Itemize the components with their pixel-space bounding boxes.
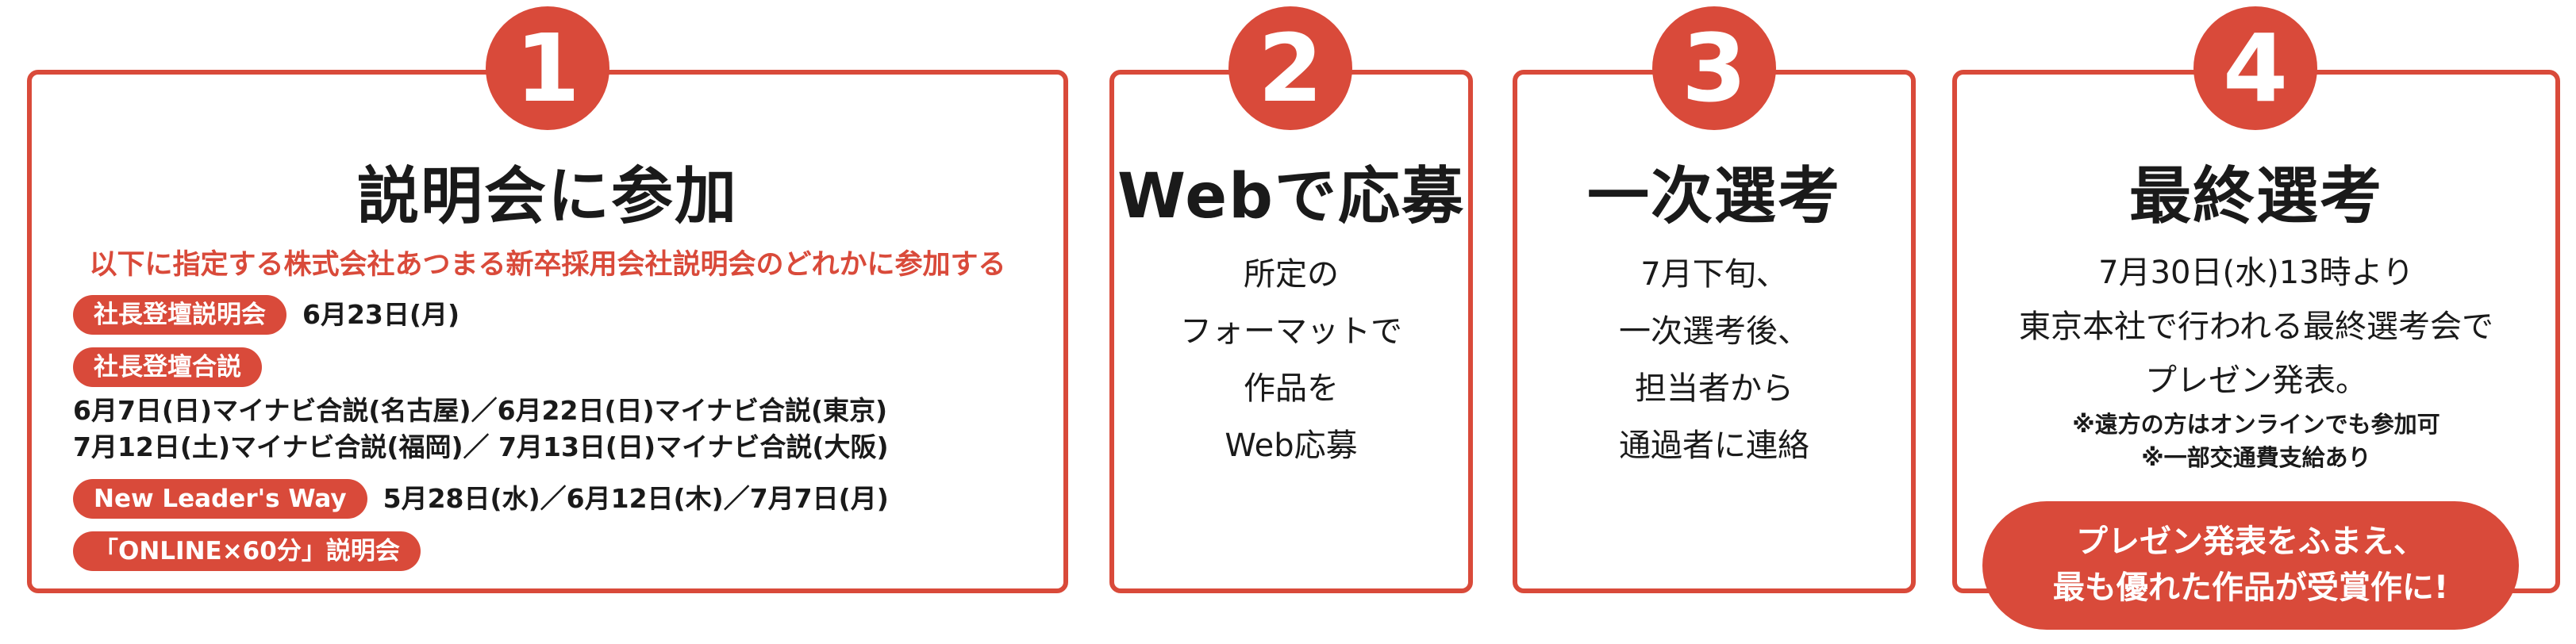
step-4-number-badge: 4 — [2193, 6, 2317, 130]
step-1-row-tag3: New Leader's Way 5月28日(水)／6月12日(木)／7月7日(月… — [73, 479, 889, 519]
step-3-body-line-4: 通過者に連絡 — [1619, 427, 1809, 464]
tag-president-briefing: 社長登壇説明会 — [73, 295, 286, 335]
step-4-body-line-1: 7月30日(水)13時より — [2098, 255, 2414, 291]
step-1-joint-line-2: 7月12日(土)マイナビ合説(福岡)／ 7月13日(日)マイナビ合説(大阪) — [73, 431, 889, 462]
step-1-row-tag1: 社長登壇説明会 6月23日(月) — [73, 295, 459, 335]
step-1-title: 説明会に参加 — [356, 161, 738, 232]
step-3-body-line-3: 担当者から — [1635, 370, 1794, 407]
step-3-body-line-1: 7月下旬、 — [1640, 256, 1788, 293]
award-callout-line-1: プレゼン発表をふまえ、 — [2076, 523, 2425, 560]
step-2-box: 所定の フォーマットで 作品を Web応募 — [1109, 70, 1473, 593]
step-2-body-line-1: 所定の — [1244, 256, 1339, 293]
step-3-title: 一次選考 — [1586, 161, 1841, 232]
step-4-body-line-2: 東京本社で行われる最終選考会で — [2019, 309, 2493, 345]
step-1-box: 以下に指定する株式会社あつまる新卒採用会社説明会のどれかに参加する 社長登壇説明… — [27, 70, 1068, 593]
tag-online-briefing: 「ONLINE×60分」説明会 — [73, 531, 421, 571]
tag-new-leaders-way-dates: 5月28日(水)／6月12日(木)／7月7日(月) — [383, 483, 889, 514]
award-callout-line-2: 最も優れた作品が受賞作に! — [2052, 569, 2449, 606]
step-4-title: 最終選考 — [2128, 161, 2383, 232]
step-1-number-badge: 1 — [486, 6, 609, 130]
step-3-number-badge: 3 — [1652, 6, 1776, 130]
step-2-body-line-3: 作品を — [1244, 370, 1339, 407]
step-4-note-2: ※一部交通費支給あり — [2141, 444, 2371, 471]
step-1-row-tag4: 「ONLINE×60分」説明会 — [73, 531, 421, 571]
step-2-title: Webで応募 — [1117, 161, 1465, 232]
step-2-number-badge: 2 — [1228, 6, 1352, 130]
step-1-subtitle: 以下に指定する株式会社あつまる新卒採用会社説明会のどれかに参加する — [89, 249, 1006, 281]
tag-president-joint-briefing: 社長登壇合説 — [73, 347, 262, 387]
step-4-body-line-3: プレゼン発表。 — [2145, 362, 2367, 399]
step-2-body-line-4: Web応募 — [1225, 427, 1358, 464]
step-1-joint-line-1: 6月7日(日)マイナビ合説(名古屋)／6月22日(日)マイナビ合説(東京) — [73, 395, 888, 426]
tag-new-leaders-way: New Leader's Way — [73, 479, 367, 519]
tag-president-briefing-date: 6月23日(月) — [302, 299, 460, 330]
step-4-note-1: ※遠方の方はオンラインでも参加可 — [2072, 411, 2440, 438]
step-2-body-line-2: フォーマットで — [1180, 313, 1402, 350]
award-callout: プレゼン発表をふまえ、 最も優れた作品が受賞作に! — [1982, 501, 2519, 630]
step-3-box: 7月下旬、 一次選考後、 担当者から 通過者に連絡 — [1513, 70, 1916, 593]
step-3-body-line-2: 一次選考後、 — [1619, 313, 1809, 350]
step-1-row-tag2: 社長登壇合説 — [73, 347, 262, 387]
